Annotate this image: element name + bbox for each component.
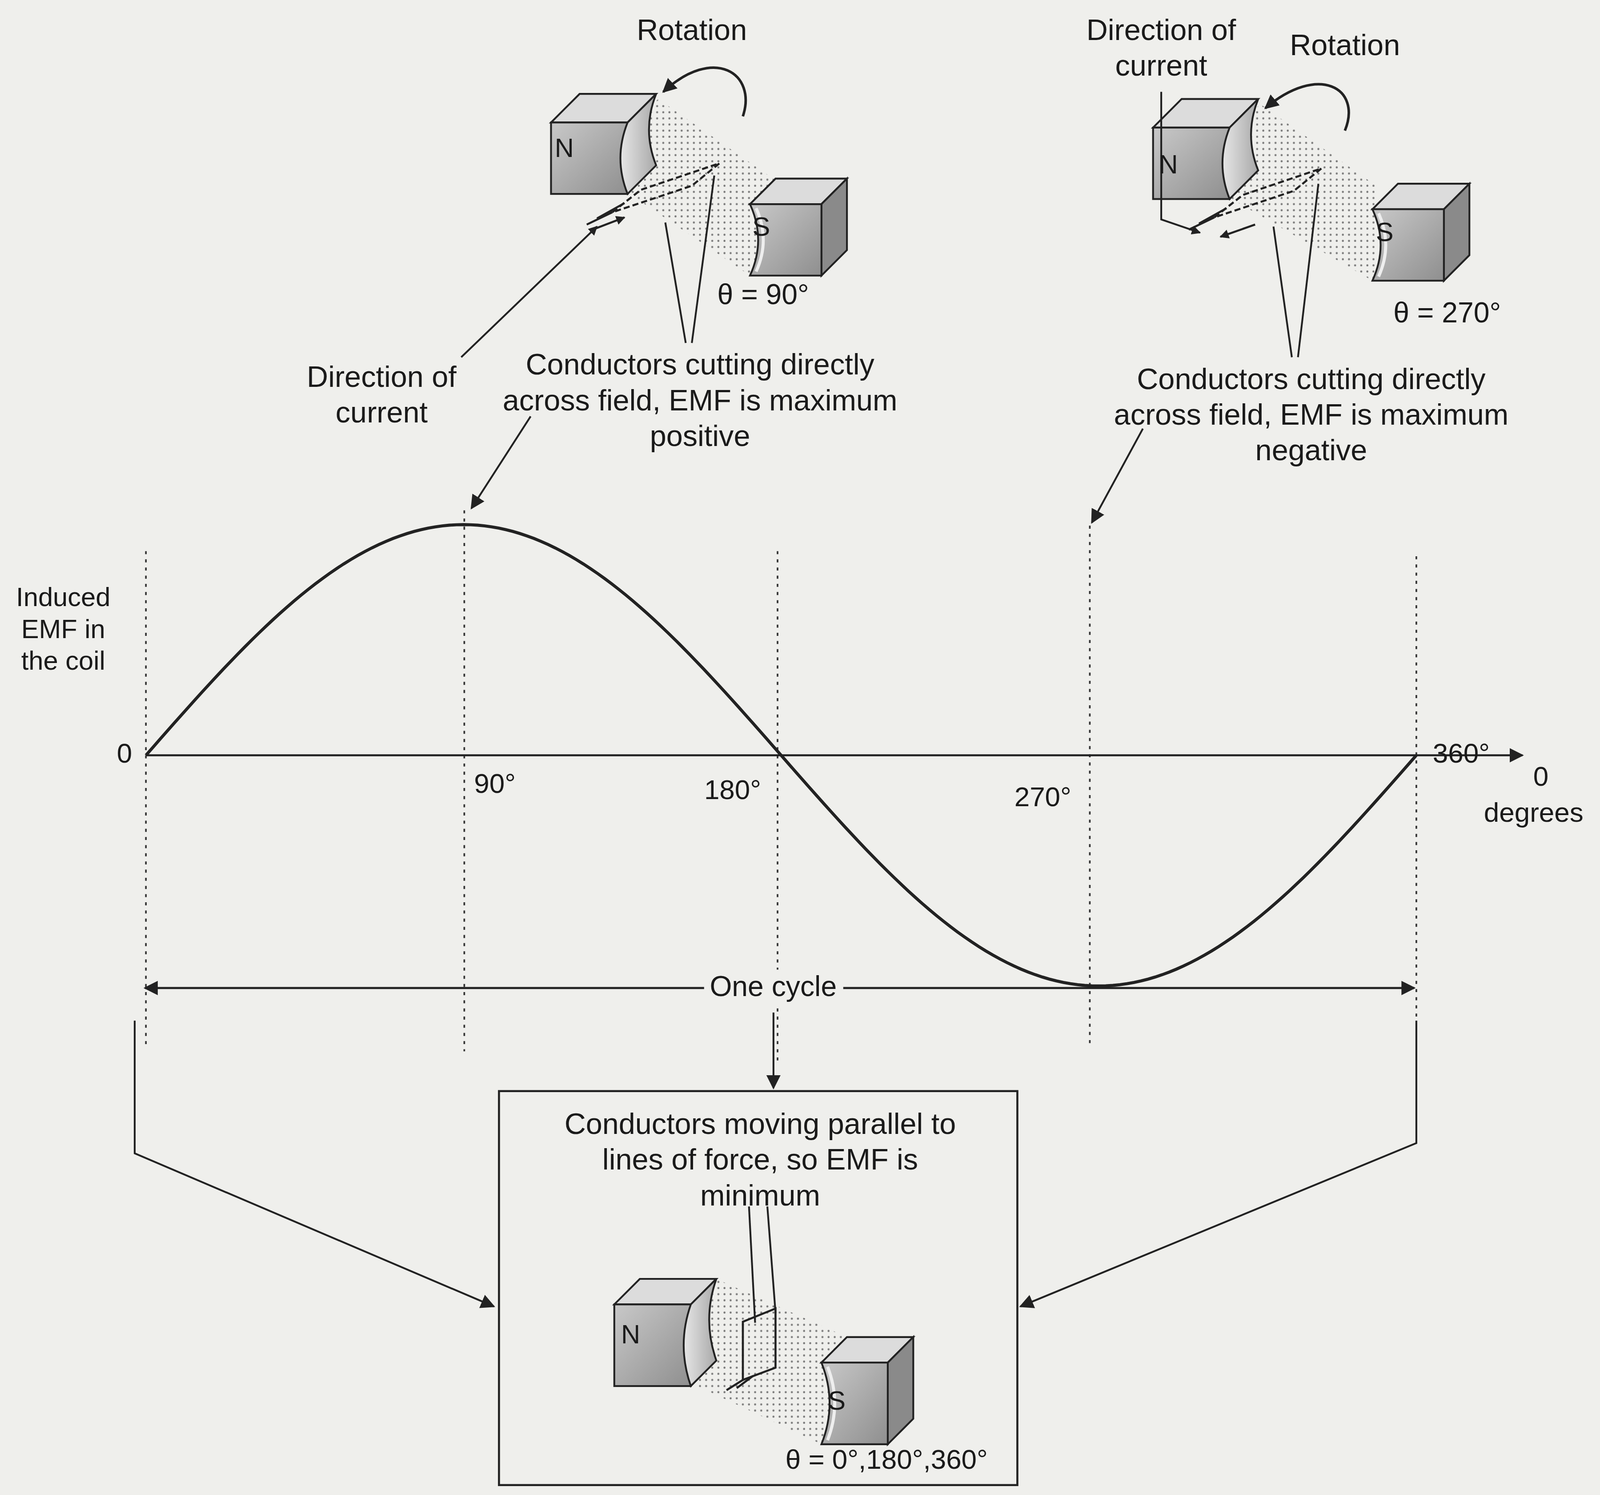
axis-unit: degrees bbox=[1475, 795, 1593, 829]
emf-waveform bbox=[145, 524, 1417, 986]
pole-letter: N bbox=[615, 1318, 646, 1351]
magnet-pole bbox=[614, 1278, 717, 1386]
rotation-label: Rotation bbox=[1263, 27, 1427, 64]
pole-letter: S bbox=[745, 211, 777, 244]
axis-tick: 180° bbox=[691, 773, 774, 807]
pole-letter: S bbox=[1369, 216, 1400, 249]
pole-letter: N bbox=[549, 132, 580, 165]
magnet-pole bbox=[1153, 99, 1259, 200]
pole-letter: S bbox=[821, 1384, 853, 1417]
angle-label: θ = 0°,180°,360° bbox=[785, 1442, 988, 1476]
dotted-guide bbox=[145, 510, 1417, 1062]
explanation-box: Conductors moving parallel to lines of f… bbox=[497, 1089, 1019, 1486]
pole-letter: N bbox=[1153, 148, 1184, 181]
angle-label: θ = 90° bbox=[711, 277, 816, 312]
axis-tick: 360° bbox=[1420, 736, 1503, 770]
cycle-label: One cycle bbox=[703, 969, 843, 1004]
callout-text: Direction of current bbox=[1069, 12, 1253, 84]
callout-text: Conductors cutting directly across field… bbox=[501, 346, 899, 454]
axis-tick: 0 bbox=[1525, 760, 1556, 794]
magnet-pole bbox=[821, 1336, 914, 1444]
rotation-label: Rotation bbox=[610, 12, 774, 49]
coil bbox=[586, 163, 1322, 1390]
axis-tick: 90° bbox=[459, 767, 531, 801]
axis-tick: 0 bbox=[109, 736, 141, 770]
rotation-arrow bbox=[663, 67, 1349, 131]
box-caption: Conductors moving parallel to lines of f… bbox=[556, 1106, 965, 1213]
leader-line bbox=[134, 92, 1417, 1323]
x-axis bbox=[145, 753, 1523, 757]
axis-tick: 270° bbox=[1002, 780, 1084, 814]
callout-text: Conductors cutting directly across field… bbox=[1112, 361, 1511, 469]
angle-label: θ = 270° bbox=[1387, 296, 1507, 331]
callout-text: Direction of current bbox=[289, 359, 474, 431]
axis-title: Induced EMF in the coil bbox=[9, 581, 117, 678]
